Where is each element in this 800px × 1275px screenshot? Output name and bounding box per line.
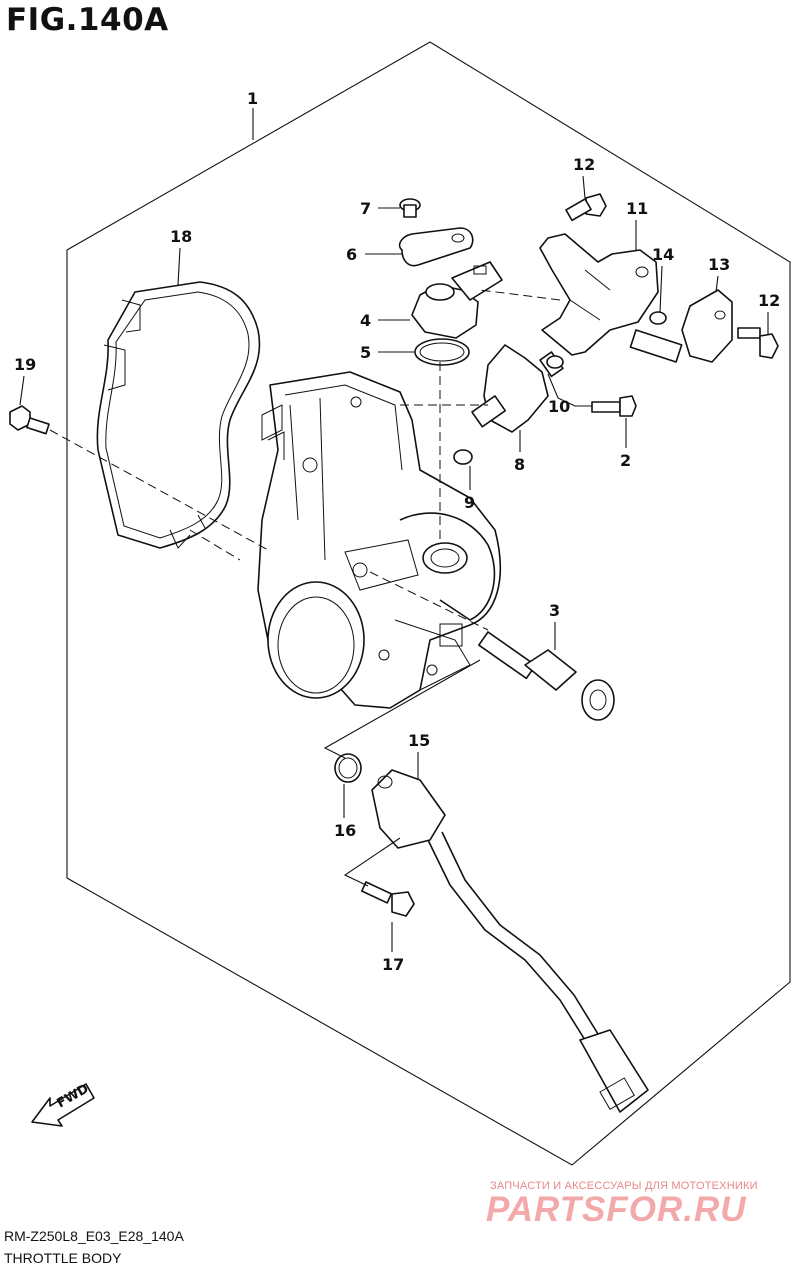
bracket-11 xyxy=(539,233,659,356)
watermark-logo: PARTSFOR.RU xyxy=(486,1190,747,1229)
plate-6 xyxy=(398,227,474,267)
bolt-2 xyxy=(591,395,637,417)
callout-12-right: 12 xyxy=(758,291,780,310)
guide-16-15 xyxy=(323,659,481,759)
callout-12-upper: 12 xyxy=(573,155,595,174)
callout-19: 19 xyxy=(14,355,36,374)
leader-18 xyxy=(177,247,181,286)
callout-18: 18 xyxy=(170,227,192,246)
bolt-12-upper xyxy=(565,193,607,222)
axis-bracket xyxy=(479,289,561,301)
callout-2: 2 xyxy=(620,451,631,470)
callout-16: 16 xyxy=(334,821,356,840)
watermark-tagline: ЗАПЧАСТИ И АКСЕССУАРЫ ДЛЯ МОТОТЕХНИКИ xyxy=(490,1180,758,1192)
callout-10: 10 xyxy=(548,397,570,416)
bolt-17 xyxy=(360,881,415,917)
o-ring-14 xyxy=(649,311,667,325)
axis-screw-3 xyxy=(369,571,489,631)
callout-5: 5 xyxy=(360,343,371,362)
screw-7 xyxy=(399,198,421,218)
injector-8 xyxy=(471,344,564,433)
leader-12a xyxy=(582,175,586,199)
callout-9: 9 xyxy=(464,493,475,512)
sensor-15 xyxy=(371,769,649,1113)
leader-19 xyxy=(19,375,25,406)
callout-4: 4 xyxy=(360,311,371,330)
callout-1: 1 xyxy=(247,89,258,108)
callout-17: 17 xyxy=(382,955,404,974)
callout-3: 3 xyxy=(549,601,560,620)
bolt-19 xyxy=(9,405,50,435)
throttle-body-housing xyxy=(257,371,502,709)
callout-13: 13 xyxy=(708,255,730,274)
sensor-4 xyxy=(411,261,503,339)
callout-7: 7 xyxy=(360,199,371,218)
throttle-cover-gasket xyxy=(96,281,261,549)
leader-13 xyxy=(715,275,719,293)
o-ring-9 xyxy=(453,449,473,465)
o-ring-10 xyxy=(546,355,564,369)
callout-8: 8 xyxy=(514,455,525,474)
sensor-13 xyxy=(629,289,733,363)
bolt-12-right xyxy=(737,327,779,359)
callout-6: 6 xyxy=(346,245,357,264)
leader-10 xyxy=(547,373,592,407)
o-ring-5 xyxy=(414,338,470,366)
axis-cover-bottom xyxy=(189,529,241,561)
figure-subtitle: THROTTLE BODY xyxy=(4,1250,122,1266)
leader-14 xyxy=(659,265,663,313)
guide-17 xyxy=(343,837,401,887)
callout-15: 15 xyxy=(408,731,430,750)
callout-14: 14 xyxy=(652,245,674,264)
figure-title: FIG.140A xyxy=(6,2,169,38)
idle-screw-3 xyxy=(478,631,615,721)
assembly-boundary xyxy=(66,41,791,1166)
model-code: RM-Z250L8_E03_E28_140A xyxy=(4,1228,184,1244)
callout-11: 11 xyxy=(626,199,648,218)
fwd-arrow: FWD xyxy=(31,1081,95,1127)
